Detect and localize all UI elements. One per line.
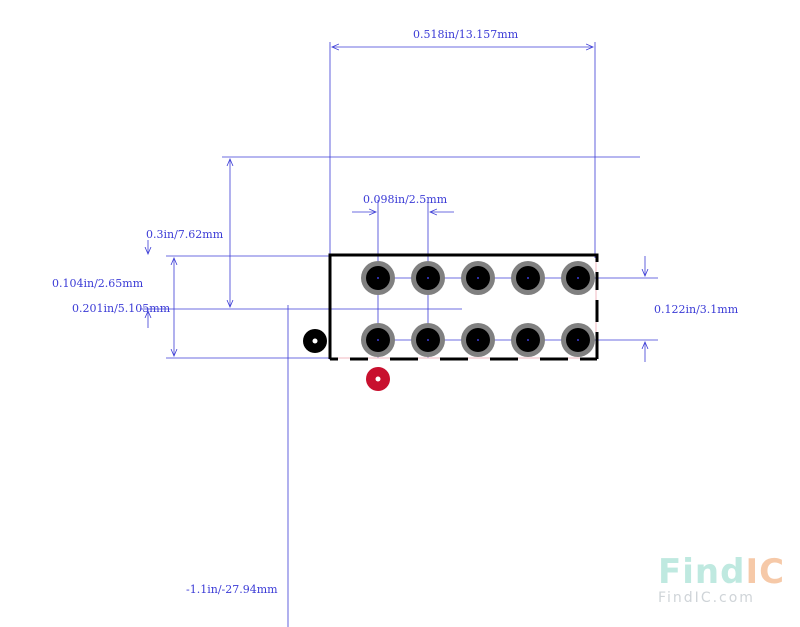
pad (411, 323, 445, 357)
dim-pin-pitch-label: 0.098in/2.5mm (363, 193, 448, 206)
pad (511, 323, 545, 357)
origin-marker (366, 367, 390, 391)
dim-row-span-label: 0.3in/7.62mm (146, 228, 224, 241)
pad-array (361, 261, 595, 357)
logo-find-text: Find (658, 552, 746, 592)
findic-logo: FindIC FindIC.com (652, 552, 792, 612)
logo-wordmark: FindIC (658, 552, 785, 592)
pad (561, 323, 595, 357)
dim-center-offset-label: 0.201in/5.105mm (72, 302, 171, 315)
dim-pad-row-spacing-label: 0.122in/3.1mm (654, 303, 739, 316)
pad (561, 261, 595, 295)
logo-url: FindIC.com (658, 590, 755, 606)
pad (461, 323, 495, 357)
dim-origin-offset-label: -1.1in/-27.94mm (186, 583, 278, 596)
pad (461, 261, 495, 295)
component-outline (328, 253, 599, 361)
pad (361, 323, 395, 357)
dim-overall-width-label: 0.518in/13.157mm (413, 28, 519, 41)
pad (361, 261, 395, 295)
dim-body-height-label: 0.104in/2.65mm (52, 277, 144, 290)
pad (411, 261, 445, 295)
logo-ic-text: IC (745, 552, 786, 592)
pin1-marker (303, 329, 327, 353)
pad (511, 261, 545, 295)
dimension-arrows (148, 47, 645, 362)
